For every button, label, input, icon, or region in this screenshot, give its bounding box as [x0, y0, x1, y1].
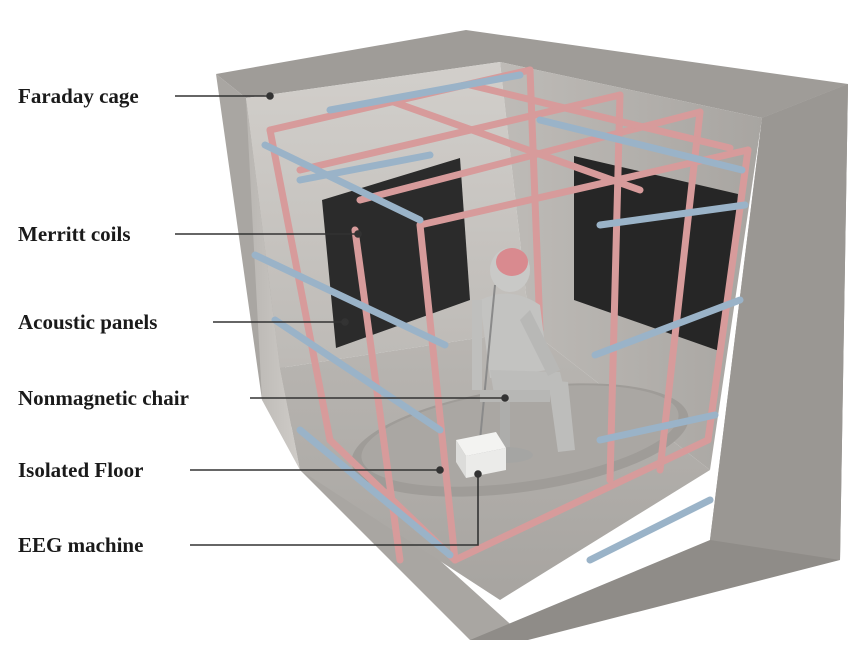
- label-faraday-cage: Faraday cage: [18, 84, 139, 108]
- label-eeg-machine: EEG machine: [18, 533, 144, 557]
- label-nonmagnetic-chair: Nonmagnetic chair: [18, 386, 189, 410]
- eeg-machine: [456, 432, 506, 478]
- brain: [496, 248, 528, 276]
- leader-eeg-machine: [190, 476, 479, 546]
- label-acoustic-panels: Acoustic panels: [18, 310, 158, 334]
- label-isolated-floor: Isolated Floor: [18, 458, 144, 482]
- label-merritt-coils: Merritt coils: [18, 222, 131, 246]
- cage-top-rim: [216, 30, 848, 118]
- merritt-coils: [251, 66, 752, 564]
- cage-outer-right-face: [710, 84, 848, 560]
- arm: [520, 310, 560, 376]
- eeg-cable: [479, 284, 496, 441]
- leader-lines: [175, 92, 509, 546]
- lower-leg: [548, 380, 575, 452]
- left-wall: [246, 98, 300, 470]
